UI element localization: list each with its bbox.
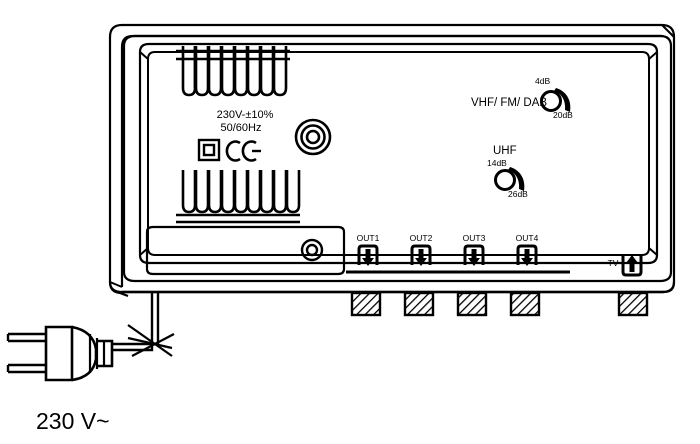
output-port-3-arrow [468,249,480,266]
power-plug [6,325,114,382]
mounting-foot [456,291,488,317]
lower-vent-grille [176,170,301,224]
power-cable [112,293,175,357]
knob-uhf[interactable]: UHF 14dB 26dB [487,145,528,199]
knob-uhf-label: UHF [493,145,517,157]
tv-input-arrow [626,255,638,272]
ce-mark-icon [225,140,261,162]
output-port-4-arrow [521,249,533,266]
mounting-foot [617,291,649,317]
knob-vhf-max-label: 20dB [553,110,573,120]
panel-jack-icon[interactable] [300,238,324,262]
tv-input-label: TV [608,258,619,268]
voltage-caption: 230 V~ [36,408,110,434]
output-port-3-label: OUT3 [463,233,486,243]
mounting-foot [350,291,382,317]
chassis-base [108,281,676,298]
output-port-1-label: OUT1 [357,233,380,243]
output-port-2-label: OUT2 [410,233,433,243]
knob-uhf-arc [508,167,525,191]
knob-vhf-label: VHF/ FM/ DAB [471,97,547,109]
knob-vhf-dial[interactable] [540,90,562,112]
output-port-2-arrow [415,249,427,266]
output-ports-row: OUT1 OUT2 OUT3 OUT4 [346,233,570,274]
knob-uhf-min-label: 14dB [487,158,507,168]
output-port-3[interactable]: OUT3 [463,233,486,266]
knob-vhf-fm-dab[interactable]: VHF/ FM/ DAB 4dB 20dB [471,76,573,120]
output-port-1[interactable]: OUT1 [357,233,380,266]
knob-vhf-arc [554,88,571,112]
coax-connector-icon [294,118,332,156]
tv-input-port[interactable]: TV [608,254,643,277]
mounting-feet [350,291,649,317]
mounting-foot [403,291,435,317]
power-rating-block: 230V-±10% 50/60Hz [217,109,274,134]
double-insulation-icon [197,138,221,162]
knob-uhf-dial[interactable] [494,169,516,191]
voltage-label: 230V-±10% [217,109,274,121]
output-port-4-label: OUT4 [516,233,539,243]
output-port-1-arrow [362,249,374,266]
output-port-4[interactable]: OUT4 [516,233,539,266]
output-port-2[interactable]: OUT2 [410,233,433,266]
frequency-label: 50/60Hz [221,122,262,134]
knob-uhf-max-label: 26dB [508,189,528,199]
front-face-frame [122,34,673,283]
mounting-foot [509,291,541,317]
lower-panel [145,225,346,276]
knob-vhf-min-label: 4dB [535,76,550,86]
upper-vent-grille [176,46,290,97]
